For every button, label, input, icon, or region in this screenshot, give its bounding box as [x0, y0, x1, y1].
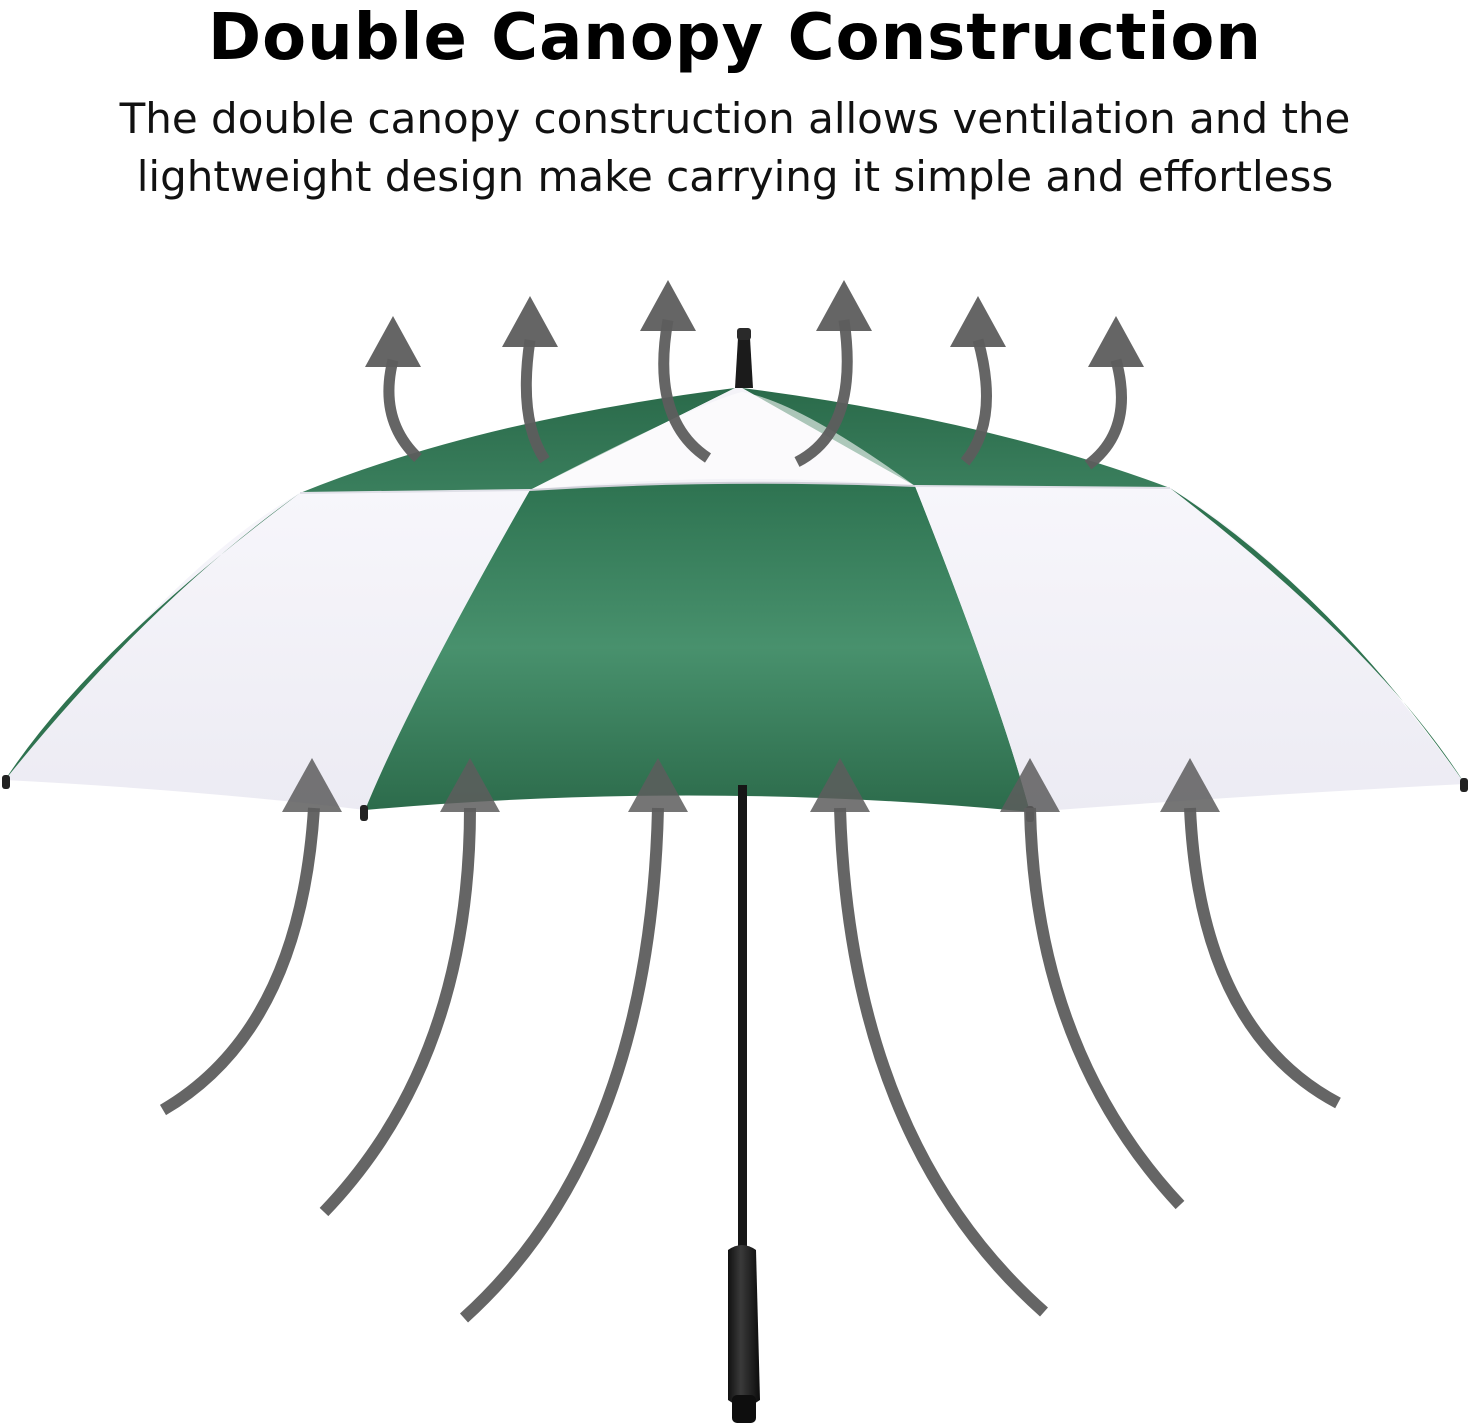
- lower-canopy: [2, 481, 1468, 822]
- airflow-arrowheads-lower: [282, 758, 1220, 812]
- umbrella-shaft: [738, 785, 747, 1255]
- vent-arrows-upper: [383, 319, 1127, 470]
- description-line-2: lightweight design make carrying it simp…: [136, 152, 1334, 201]
- vent-arrowheads-upper: [365, 280, 1144, 367]
- umbrella-tip: [735, 328, 753, 388]
- umbrella-handle: [728, 1245, 760, 1423]
- upper-canopy: [300, 388, 1170, 493]
- description-line-1: The double canopy construction allows ve…: [119, 94, 1351, 143]
- headline: Double Canopy Construction: [208, 1, 1262, 75]
- airflow-arrows-lower: [159, 807, 1341, 1323]
